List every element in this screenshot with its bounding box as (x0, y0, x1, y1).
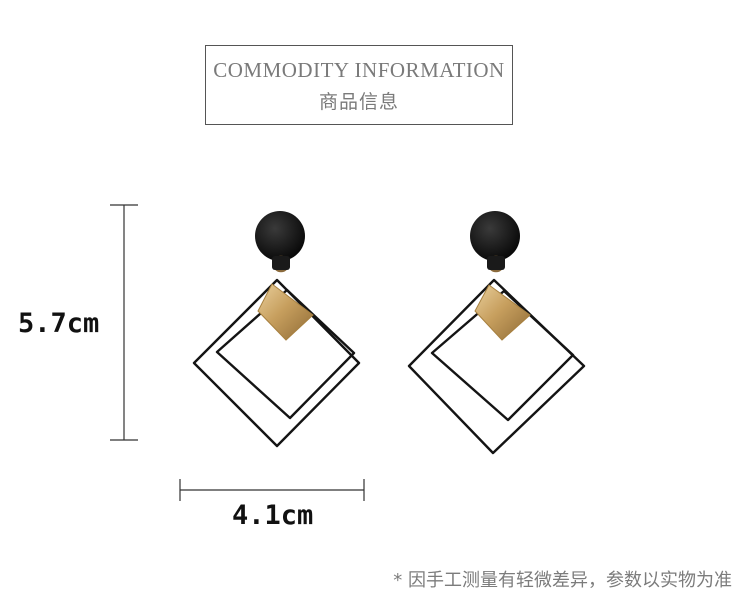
title-chinese: 商品信息 (318, 91, 399, 113)
title-english: COMMODITY INFORMATION (213, 58, 505, 82)
width-dimension-line (179, 479, 365, 501)
measurement-note: * 因手工测量有轻微差异，参数以实物为准 (393, 570, 732, 591)
earring-left-icon (192, 211, 361, 448)
width-label: 4.1cm (232, 500, 314, 531)
title-box: COMMODITY INFORMATION 商品信息 (205, 45, 513, 125)
earring-right-icon (407, 211, 586, 455)
height-label: 5.7cm (18, 308, 100, 339)
height-dimension-line (110, 204, 138, 441)
